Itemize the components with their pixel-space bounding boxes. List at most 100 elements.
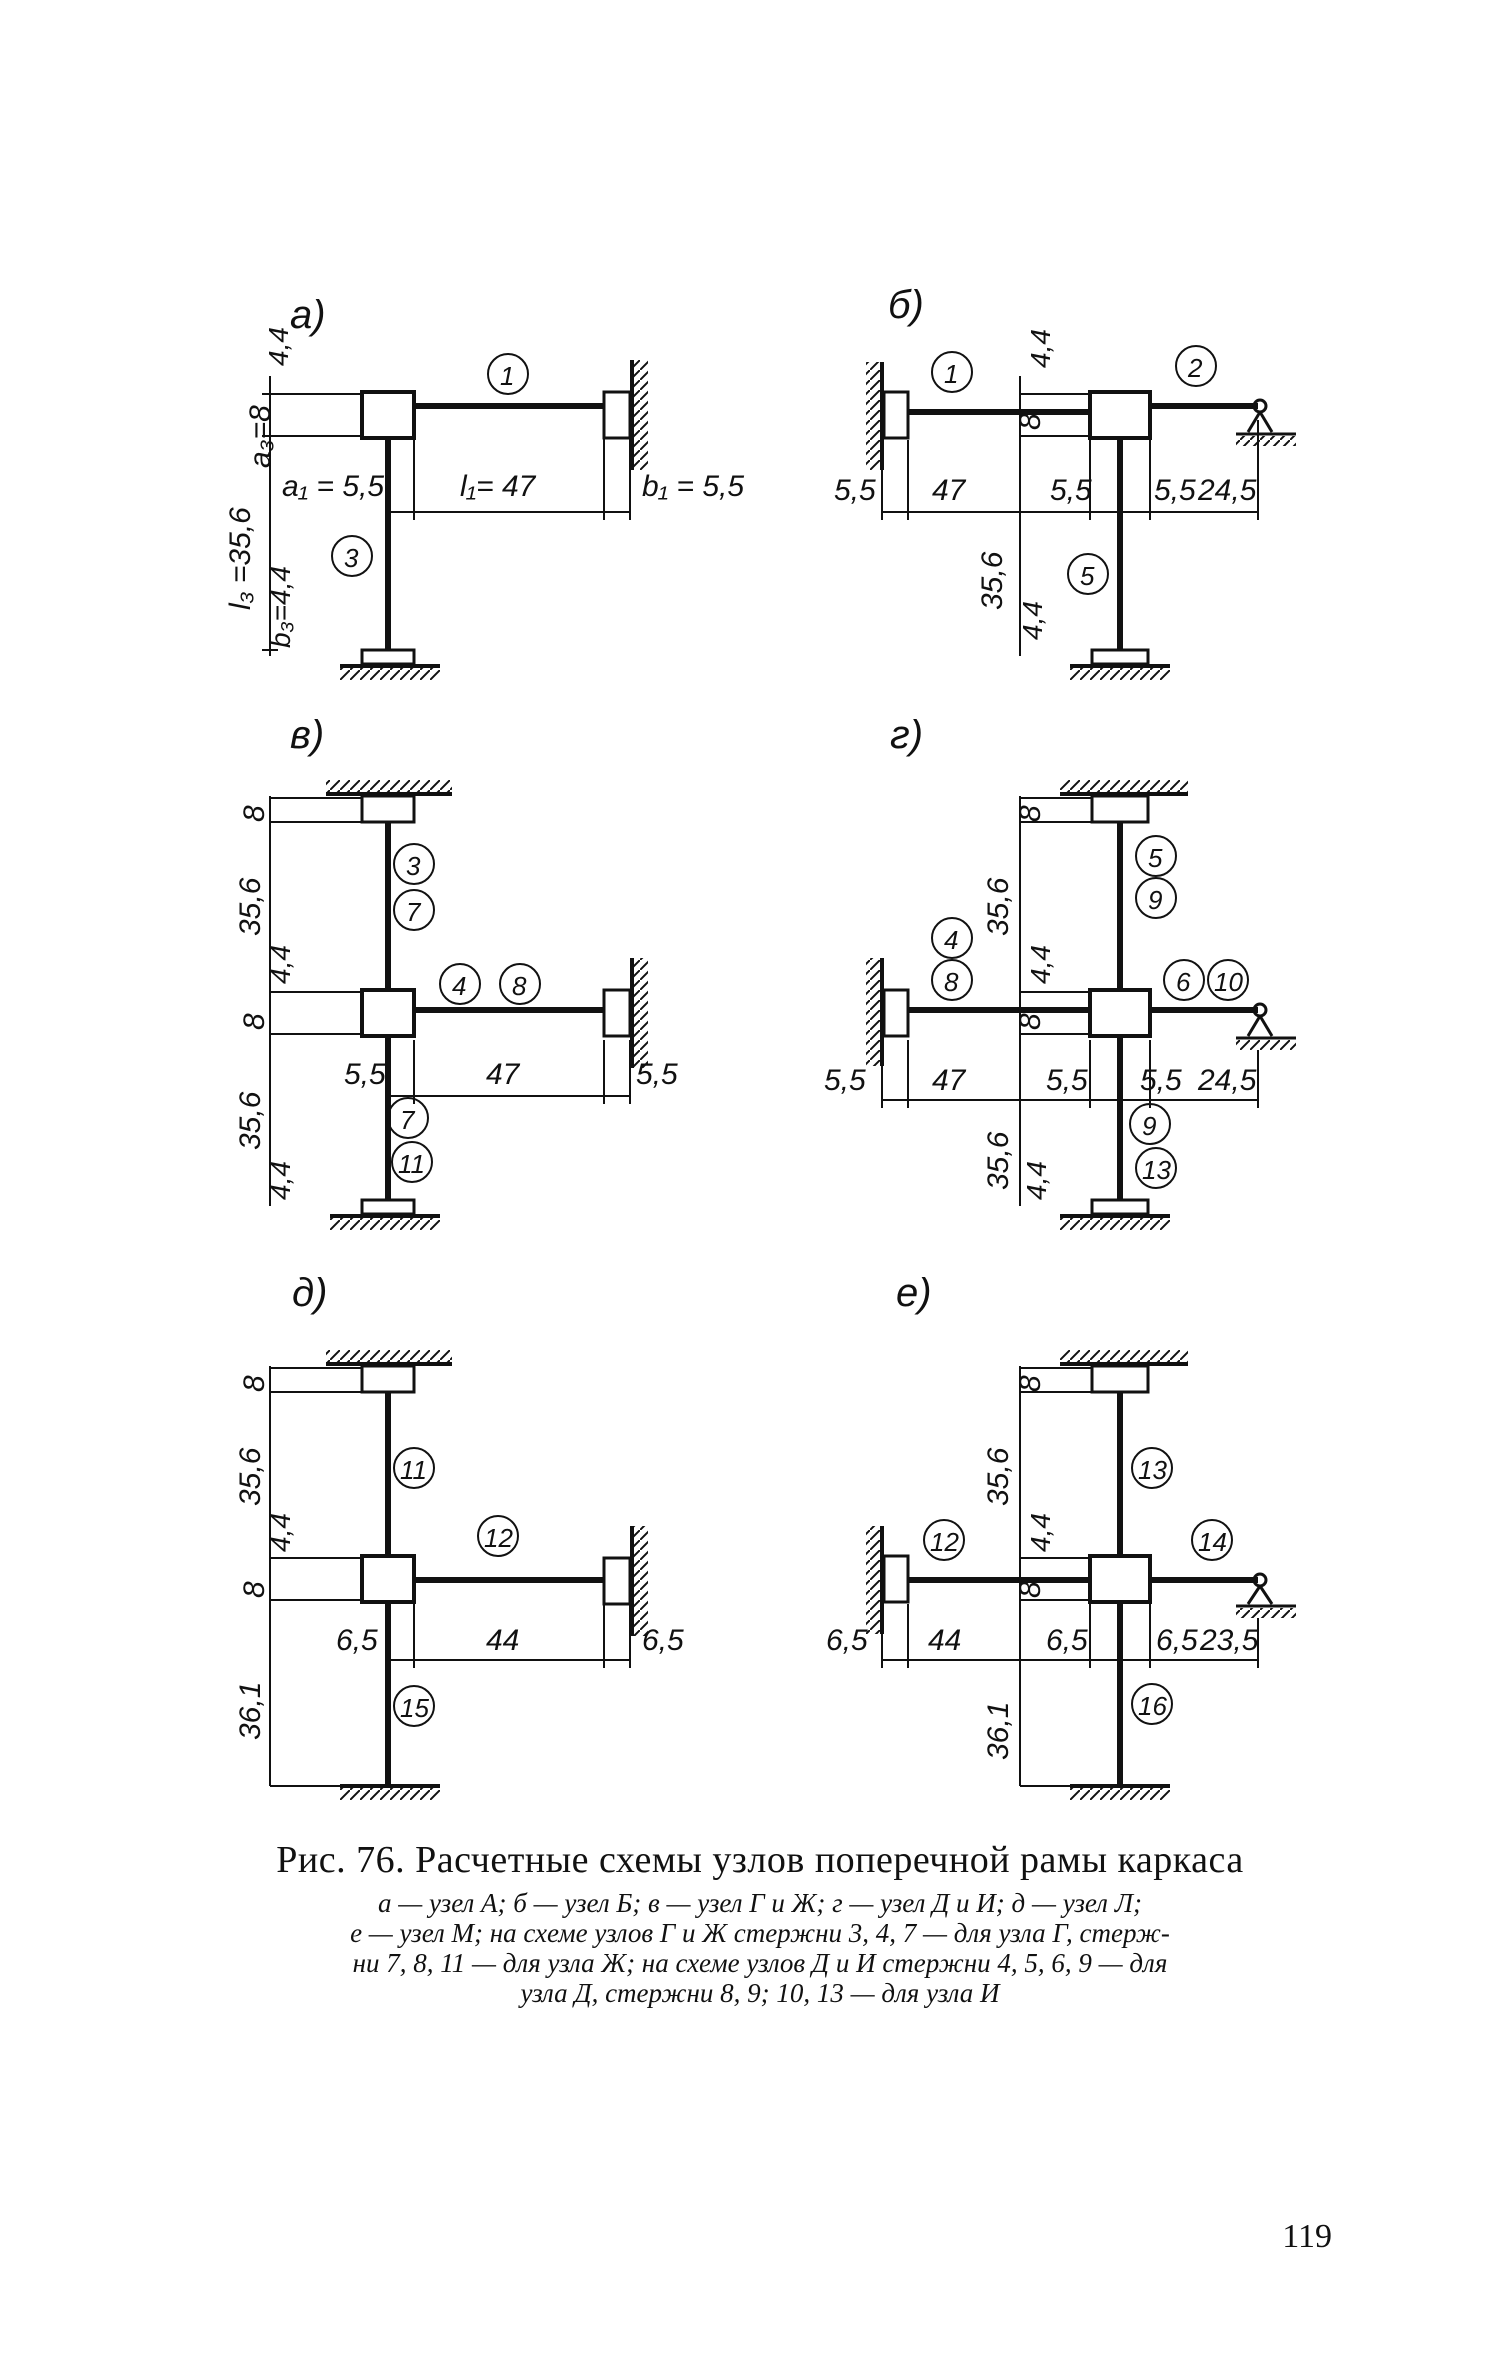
figure-label: 4,4 bbox=[1025, 329, 1056, 368]
figure-label: 8 bbox=[512, 971, 527, 1001]
panel-a-letter: а) bbox=[290, 293, 326, 337]
figure-label: 16 bbox=[1138, 1691, 1167, 1721]
figure-label: 4,4 bbox=[263, 327, 294, 366]
figure-label: 8 bbox=[1014, 413, 1047, 430]
figure-label: 3 bbox=[406, 851, 421, 881]
figure-label: 35,6 bbox=[976, 551, 1009, 610]
figure-label: 4,4 bbox=[265, 1513, 296, 1552]
panel-e-letter: е) bbox=[896, 1271, 932, 1315]
figure-label: 13 bbox=[1138, 1455, 1167, 1485]
figure-label: 14 bbox=[1198, 1527, 1227, 1557]
figure-label: 8 bbox=[1014, 805, 1047, 822]
figure-label: 1 bbox=[944, 359, 958, 389]
figure-label: 4,4 bbox=[1025, 1513, 1056, 1552]
panel-g: г) 8 35,6 4,4 bbox=[824, 713, 1296, 1230]
figure-label: 47 bbox=[486, 1058, 521, 1091]
figure-label: 35,6 bbox=[234, 1447, 267, 1506]
figure-label: 35,6 bbox=[234, 1091, 267, 1150]
figure-label: 4,4 bbox=[1017, 601, 1048, 640]
caption-line: узла Д, стержни 8, 9; 10, 13 — для узла … bbox=[520, 1978, 1000, 2008]
figure-caption-body: а — узел А; б — узел Б; в — узел Г и Ж; … bbox=[200, 1888, 1320, 2008]
figure-label: 4,4 bbox=[265, 945, 296, 984]
figure-label: l₃ =35,6 bbox=[224, 507, 257, 610]
figure-label: 5 bbox=[1148, 843, 1163, 873]
panel-b: б) 4,4 8 5,5 47 5,5 5,5 bbox=[834, 283, 1296, 680]
figure-label: 47 bbox=[932, 474, 967, 507]
figure-label: 6,5 bbox=[336, 1624, 378, 1657]
figure-label: 5,5 bbox=[824, 1064, 866, 1097]
caption-line: е — узел М; на схеме узлов Г и Ж стержни… bbox=[350, 1918, 1170, 1948]
figure-label: b₃=4,4 bbox=[265, 566, 296, 648]
figure-label: b₁ = 5,5 bbox=[642, 470, 744, 503]
figure-label: 6,5 bbox=[1046, 1624, 1088, 1657]
figure-label: 5,5 bbox=[834, 474, 876, 507]
figure-label: 5,5 bbox=[636, 1058, 678, 1091]
figure-label: 47 bbox=[932, 1064, 967, 1097]
panel-d: д) 8 35,6 4,4 8 6,5 44 6,5 36,1 11 12 bbox=[234, 1271, 684, 1800]
figure-label: l₁= 47 bbox=[460, 470, 537, 503]
figure-label: 4,4 bbox=[265, 1161, 296, 1200]
figure-label: 5,5 bbox=[1154, 474, 1196, 507]
figure-label: 8 bbox=[238, 1375, 271, 1392]
figure-label: 8 bbox=[238, 805, 271, 822]
figure-label: 36,1 bbox=[234, 1682, 267, 1740]
figure-label: 2 bbox=[1187, 353, 1203, 383]
figure-label: a₁ = 5,5 bbox=[282, 470, 384, 503]
figure-label: 5,5 bbox=[344, 1058, 386, 1091]
figure-label: 9 bbox=[1148, 885, 1162, 915]
figure-label: 35,6 bbox=[234, 877, 267, 936]
figure-label: 36,1 bbox=[982, 1702, 1015, 1760]
figure-label: 6,5 bbox=[826, 1624, 868, 1657]
panel-d-letter: д) bbox=[292, 1271, 327, 1315]
figure-label: 4 bbox=[452, 971, 466, 1001]
figure-label: 12 bbox=[484, 1523, 513, 1553]
figure-label: 5,5 bbox=[1046, 1064, 1088, 1097]
figure-label: 8 bbox=[1014, 1013, 1047, 1030]
figure-label: 35,6 bbox=[982, 1447, 1015, 1506]
figure-label: 35,6 bbox=[982, 877, 1015, 936]
figure-label: 8 bbox=[1014, 1581, 1047, 1598]
structural-schemes-figure: а) 4,4 a₃=8 l₃ =35,6 b₃=4,4 a₁ = 5,5 l₁=… bbox=[224, 283, 1296, 1800]
panel-v-letter: в) bbox=[290, 713, 324, 757]
panel-g-letter: г) bbox=[890, 713, 923, 757]
figure-label: 11 bbox=[400, 1455, 427, 1485]
figure-label: 5 bbox=[1080, 561, 1095, 591]
figure-label: 3 bbox=[344, 543, 359, 573]
figure-label: 7 bbox=[406, 897, 422, 927]
panel-b-letter: б) bbox=[888, 283, 924, 327]
figure-caption-title: Рис. 76. Расчетные схемы узлов поперечно… bbox=[276, 1839, 1244, 1881]
figure-label: 7 bbox=[400, 1105, 416, 1135]
figure-label: 24,5 bbox=[1197, 474, 1257, 507]
figure-label: 8 bbox=[238, 1013, 271, 1030]
figure-label: 8 bbox=[944, 967, 959, 997]
figure-label: 15 bbox=[400, 1693, 429, 1723]
figure-label: 4,4 bbox=[1021, 1161, 1052, 1200]
figure-label: 4,4 bbox=[1025, 945, 1056, 984]
figure-label: 8 bbox=[1014, 1375, 1047, 1392]
figure-label: 13 bbox=[1142, 1155, 1171, 1185]
figure-label: 10 bbox=[1214, 967, 1243, 997]
figure-label: 44 bbox=[928, 1624, 961, 1657]
caption-line: а — узел А; б — узел Б; в — узел Г и Ж; … bbox=[378, 1888, 1142, 1918]
figure-label: 11 bbox=[398, 1149, 425, 1179]
figure-label: 23,5 bbox=[1199, 1624, 1259, 1657]
caption-line: ни 7, 8, 11 — для узла Ж; на схеме узлов… bbox=[352, 1948, 1168, 1978]
figure-label: a₃=8 bbox=[244, 405, 277, 468]
figure-label: 6,5 bbox=[1156, 1624, 1198, 1657]
figure-label: 6,5 bbox=[642, 1624, 684, 1657]
figure-label: 9 bbox=[1142, 1111, 1156, 1141]
figure-label: 44 bbox=[486, 1624, 519, 1657]
figure-label: 35,6 bbox=[982, 1131, 1015, 1190]
figure-label: 4 bbox=[944, 925, 958, 955]
figure-label: 1 bbox=[500, 361, 514, 391]
figure-label: 24,5 bbox=[1197, 1064, 1257, 1097]
figure-label: 6 bbox=[1176, 967, 1191, 997]
figure-label: 8 bbox=[238, 1581, 271, 1598]
panel-e: е) 8 35,6 4,4 8 6,5 44 bbox=[826, 1271, 1296, 1800]
panel-a: а) 4,4 a₃=8 l₃ =35,6 b₃=4,4 a₁ = 5,5 l₁=… bbox=[224, 293, 744, 680]
figure-label: 12 bbox=[930, 1527, 959, 1557]
figure-label: 5,5 bbox=[1050, 474, 1092, 507]
figure-label: 5,5 bbox=[1140, 1064, 1182, 1097]
panel-v: в) 8 35,6 4,4 8 5,5 47 5,5 3 bbox=[234, 713, 678, 1230]
page-number: 119 bbox=[1282, 2218, 1332, 2255]
